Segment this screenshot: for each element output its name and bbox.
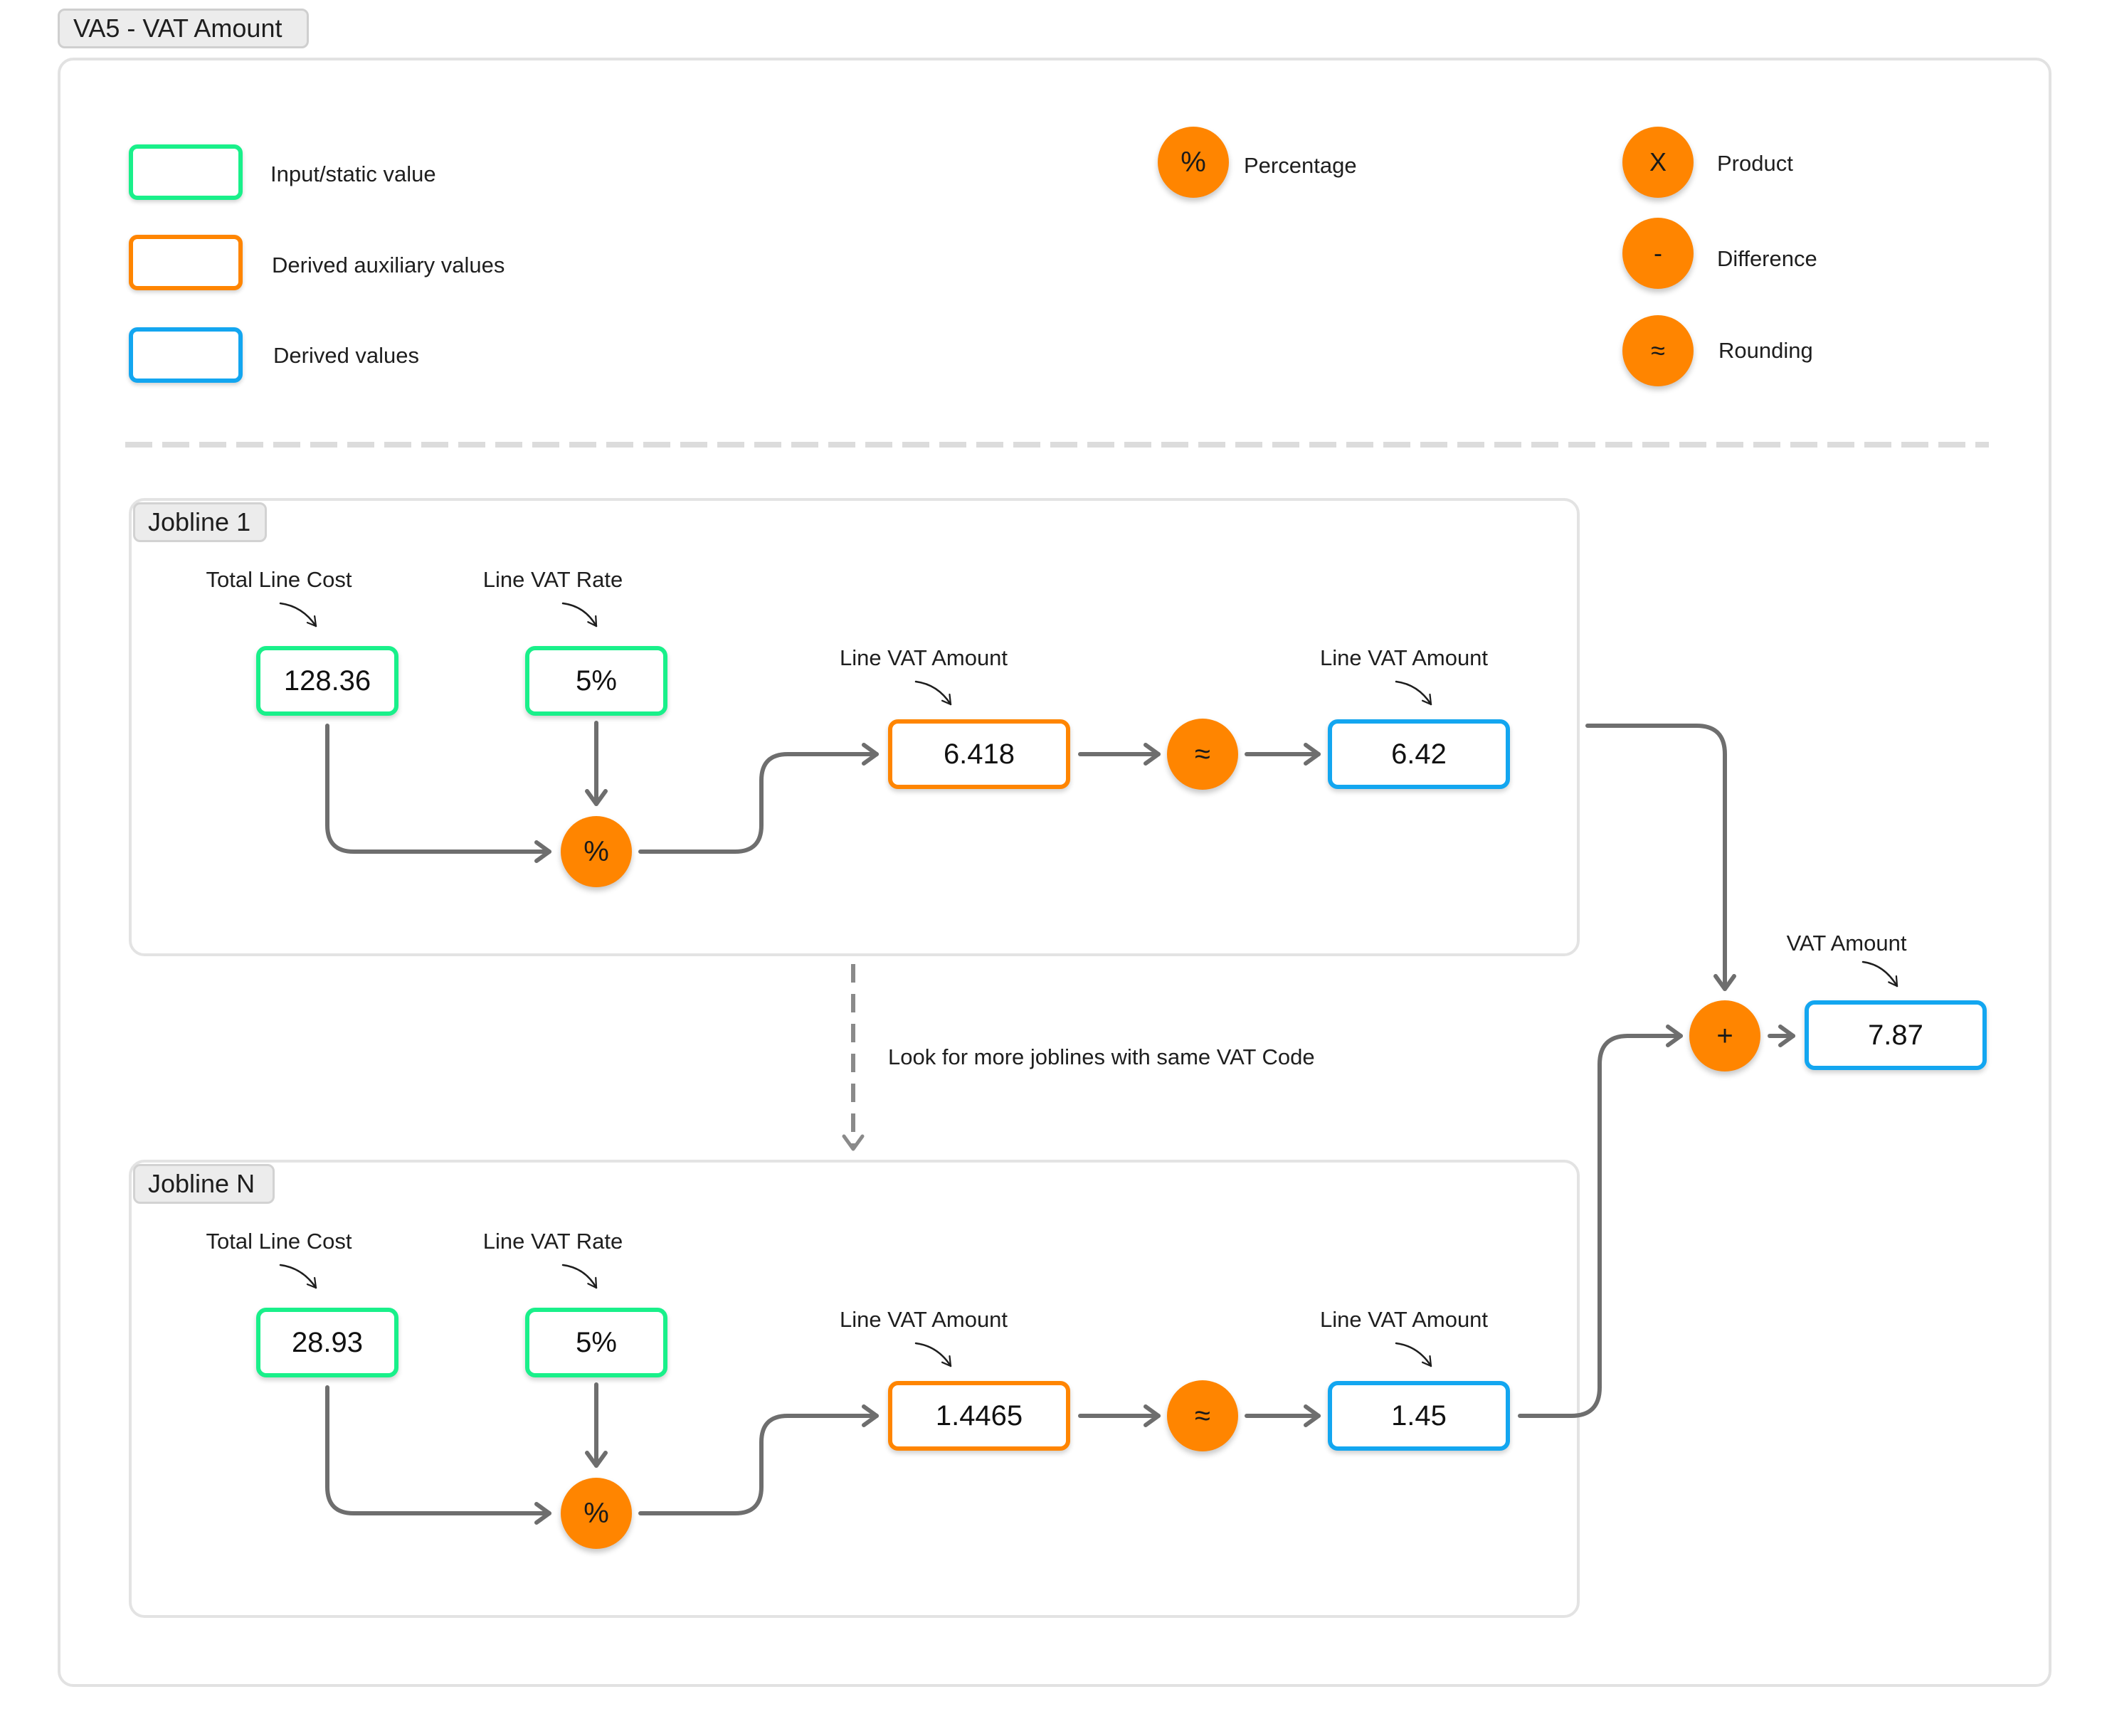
j1-total-line-cost-label: Total Line Cost [206,567,352,592]
legend-input-swatch [129,144,243,200]
legend-auxiliary-label: Derived auxiliary values [272,253,505,277]
jobline-n-tab: Jobline N [133,1164,275,1204]
connector-jn-percentage-to-amount [638,1404,879,1515]
j1-line-vat-rate-box: 5% [525,646,667,716]
j1-line-vat-amount-label: Line VAT Amount [839,645,1008,670]
j1-percentage-operator: % [561,816,632,887]
pointer-j1-cost [279,602,317,628]
connector-jn-cost-to-percentage [325,1385,551,1525]
jobline-1-tab: Jobline 1 [133,502,267,542]
connector-jn-to-sum [1518,1025,1683,1418]
pointer-jn-rate [561,1264,598,1289]
jn-line-vat-amount-label: Line VAT Amount [839,1307,1008,1332]
j1-line-vat-amount-box: 6.418 [888,719,1070,789]
vat-amount-box: 7.87 [1805,1000,1987,1070]
legend-difference-label: Difference [1717,246,1817,271]
jn-rounded-amount-box: 1.45 [1328,1381,1510,1451]
pointer-jn-amount [914,1342,952,1367]
legend-product-icon: X [1622,127,1694,198]
legend-derived-label: Derived values [273,343,420,368]
legend-rounding-icon: ≈ [1622,315,1694,386]
diagram-title: VA5 - VAT Amount [58,9,309,48]
jn-total-line-cost-box: 28.93 [256,1308,398,1377]
j1-rounded-amount-label: Line VAT Amount [1319,645,1489,670]
jn-line-vat-rate-box: 5% [525,1308,667,1377]
loop-note: Look for more joblines with same VAT Cod… [888,1044,1315,1069]
jn-line-vat-amount-box: 1.4465 [888,1381,1070,1451]
pointer-j1-rate [561,602,598,628]
legend-derived-swatch [129,327,243,383]
jn-percentage-operator: % [561,1478,632,1549]
connector-j1-cost-to-percentage [325,724,551,863]
jn-total-line-cost-label: Total Line Cost [206,1229,352,1254]
sum-operator: + [1689,1000,1760,1071]
j1-total-line-cost-box: 128.36 [256,646,398,716]
j1-rounded-amount-box: 6.42 [1328,719,1510,789]
connector-j1-to-sum [1585,724,1736,991]
vat-amount-label: VAT Amount [1786,931,1907,956]
legend-percentage-icon: % [1158,127,1229,198]
pointer-j1-amount [914,680,952,706]
legend-auxiliary-swatch [129,235,243,290]
legend-product-label: Product [1717,151,1793,176]
connector-j1-percentage-to-amount [638,743,879,854]
legend-difference-icon: - [1622,218,1694,289]
j1-rounding-operator: ≈ [1167,719,1238,790]
legend-percentage-label: Percentage [1244,153,1357,178]
jn-line-vat-rate-label: Line VAT Rate [482,1229,623,1254]
jn-rounding-operator: ≈ [1167,1380,1238,1451]
pointer-sum-result [1861,960,1898,988]
pointer-jn-rounded [1395,1342,1432,1367]
jn-rounded-amount-label: Line VAT Amount [1319,1307,1489,1332]
legend-rounding-label: Rounding [1718,338,1813,363]
pointer-j1-rounded [1395,680,1432,706]
pointer-jn-cost [279,1264,317,1289]
j1-line-vat-rate-label: Line VAT Rate [482,567,623,592]
legend-input-label: Input/static value [270,162,436,186]
